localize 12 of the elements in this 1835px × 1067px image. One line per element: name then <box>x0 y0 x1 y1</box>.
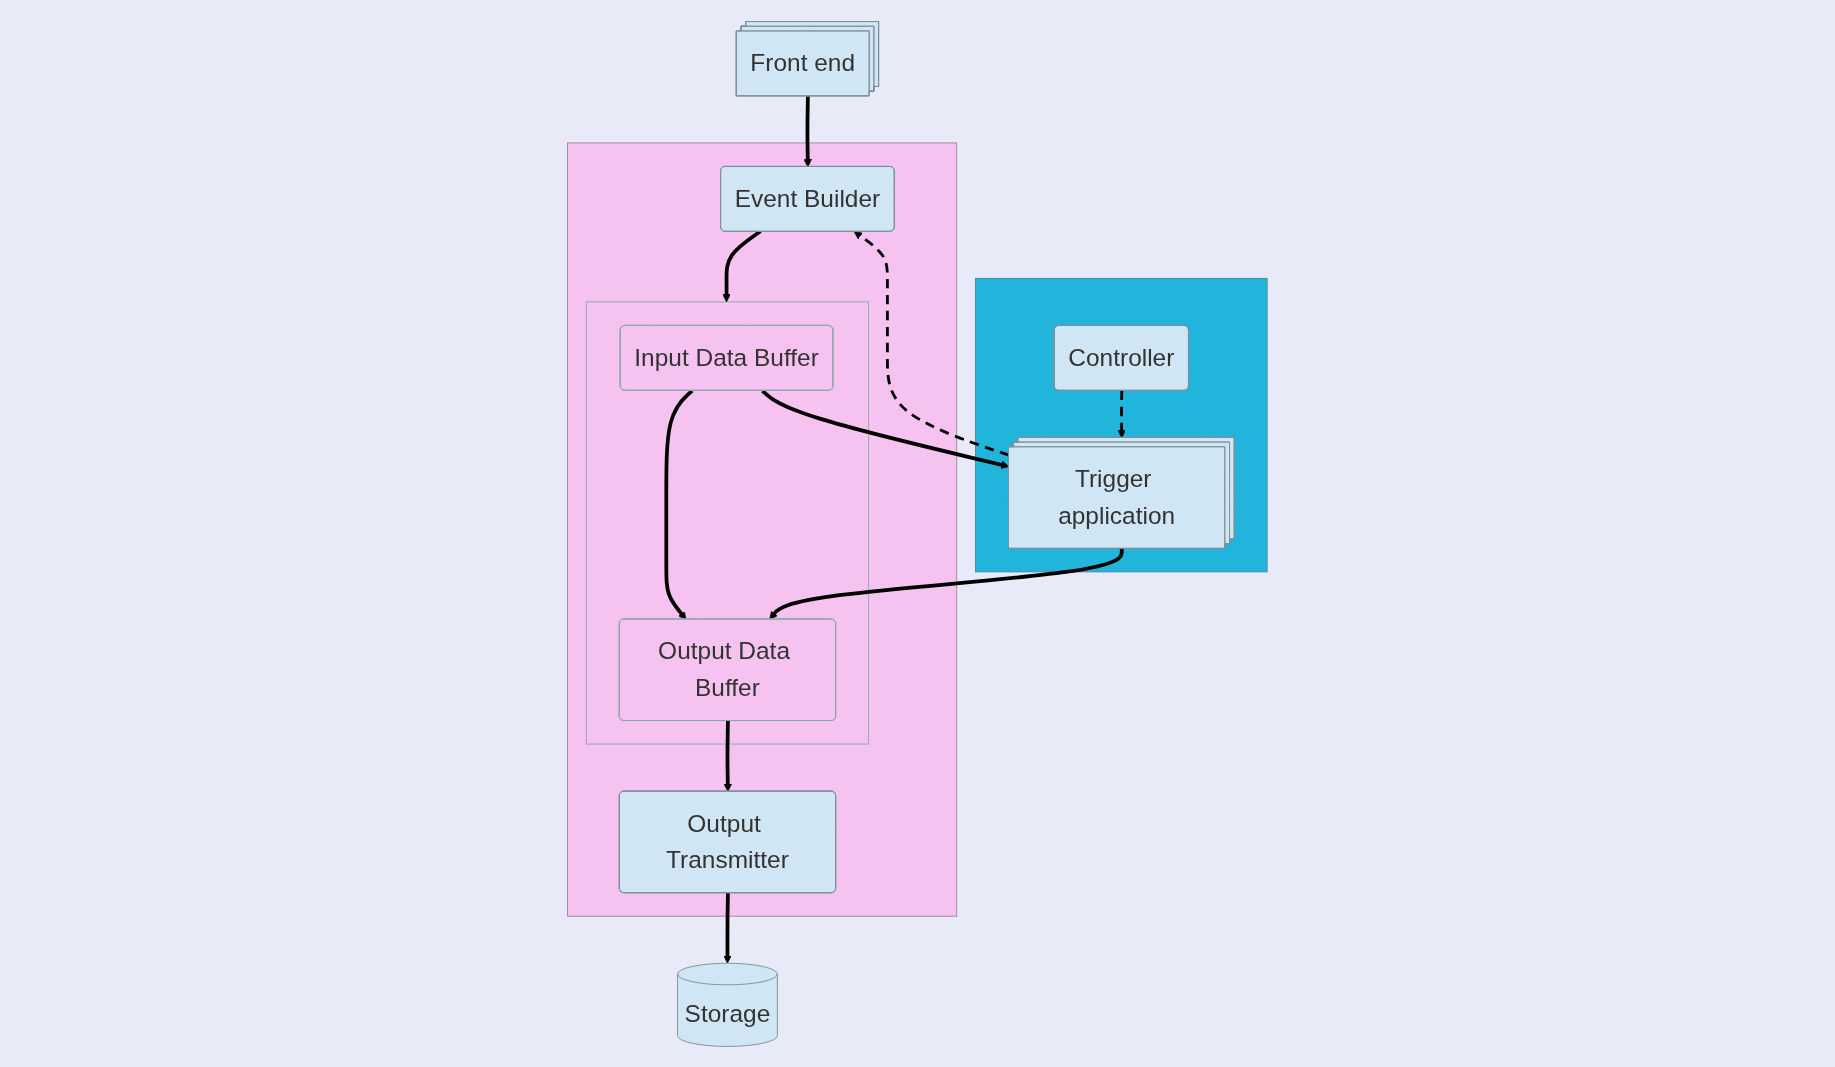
arrow <box>803 95 813 167</box>
arrow <box>723 720 733 792</box>
cluster <box>567 141 958 917</box>
arrow <box>664 388 694 620</box>
arrow <box>723 892 732 964</box>
cluster <box>586 300 870 745</box>
arrow <box>854 230 1010 457</box>
arrow <box>1117 390 1126 438</box>
cluster <box>975 277 1268 572</box>
arrow <box>769 548 1124 620</box>
arrow <box>722 229 762 302</box>
arrow <box>761 388 1010 469</box>
